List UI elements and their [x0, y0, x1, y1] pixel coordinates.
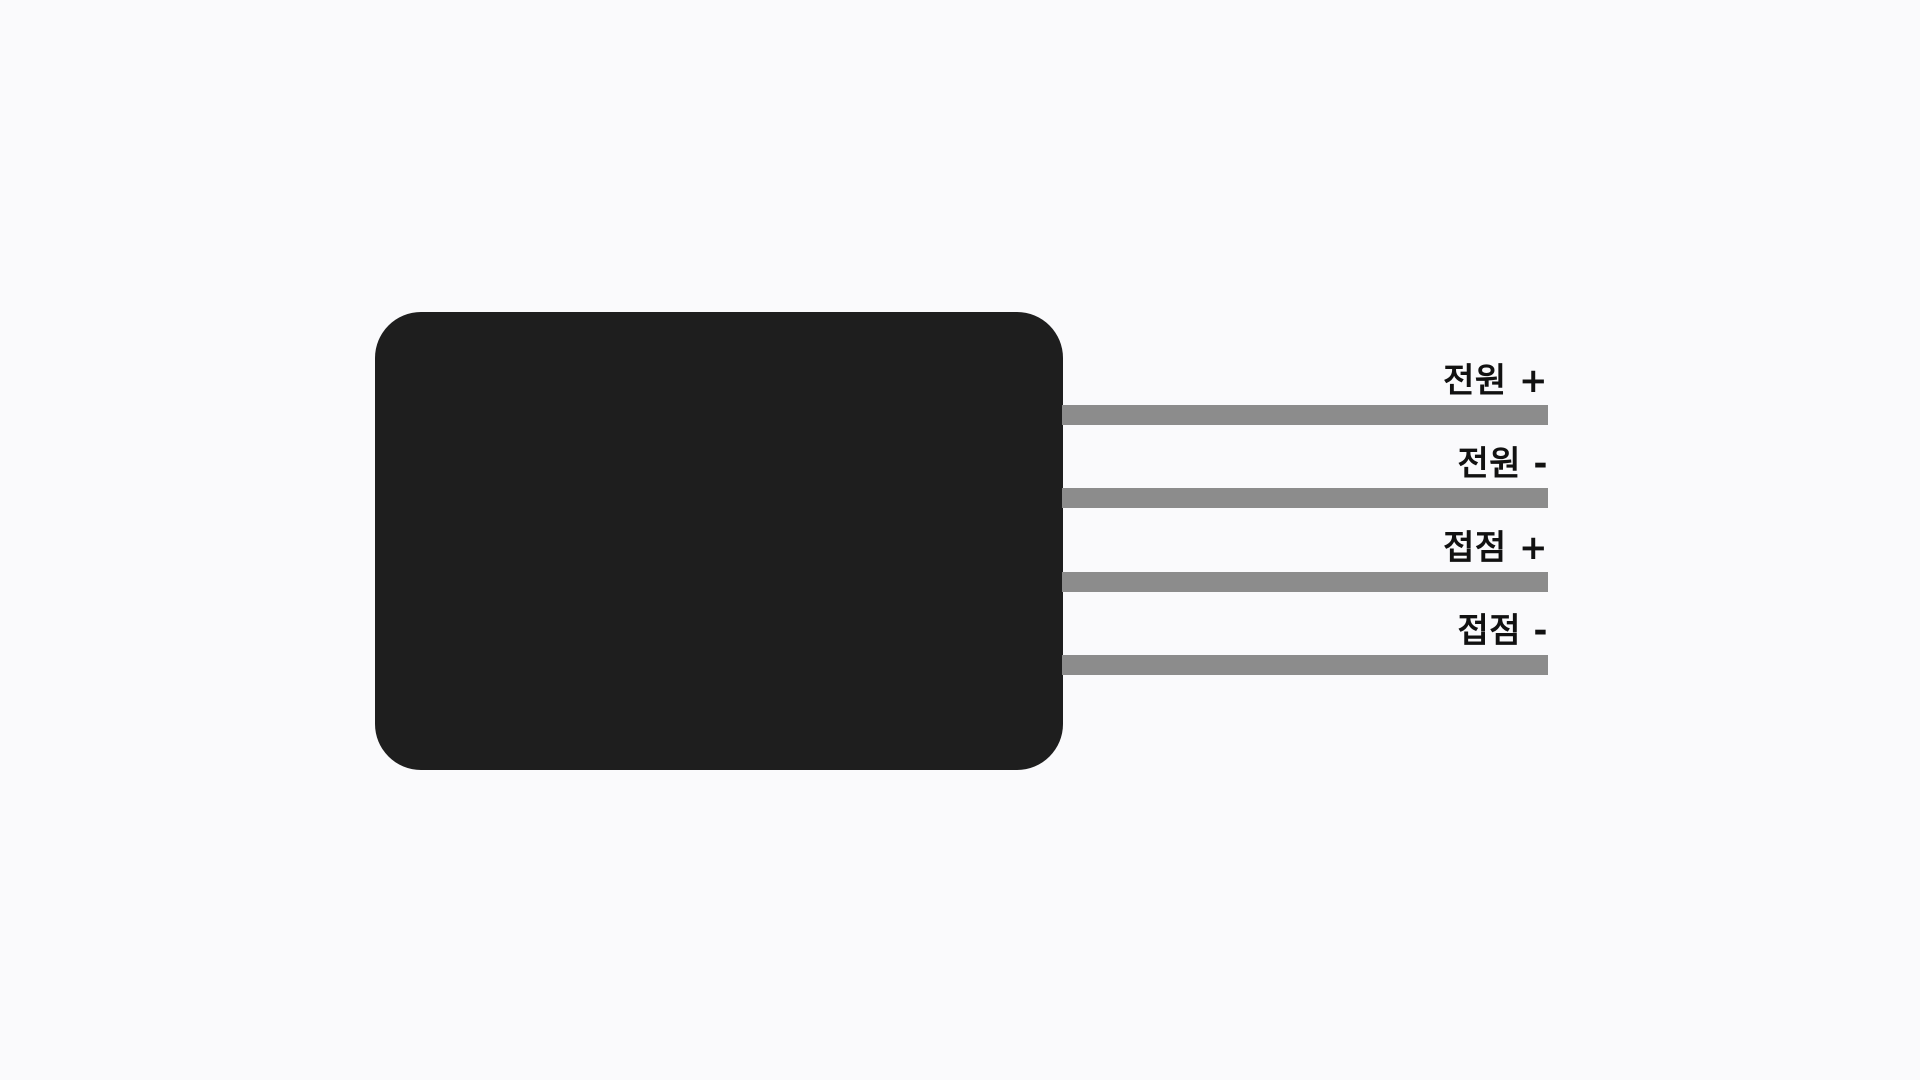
wire-lead-contact-plus — [1062, 572, 1548, 592]
wire-label-contact-plus: 접점 + — [1443, 528, 1548, 568]
wire-lead-power-minus — [1062, 488, 1548, 508]
wire-label-power-plus: 전원 + — [1443, 361, 1548, 401]
wire-lead-contact-minus — [1062, 655, 1548, 675]
device-body — [375, 312, 1063, 770]
wire-label-contact-minus: 접점 - — [1457, 611, 1548, 651]
wire-label-power-minus: 전원 - — [1457, 444, 1548, 484]
wire-lead-power-plus — [1062, 405, 1548, 425]
